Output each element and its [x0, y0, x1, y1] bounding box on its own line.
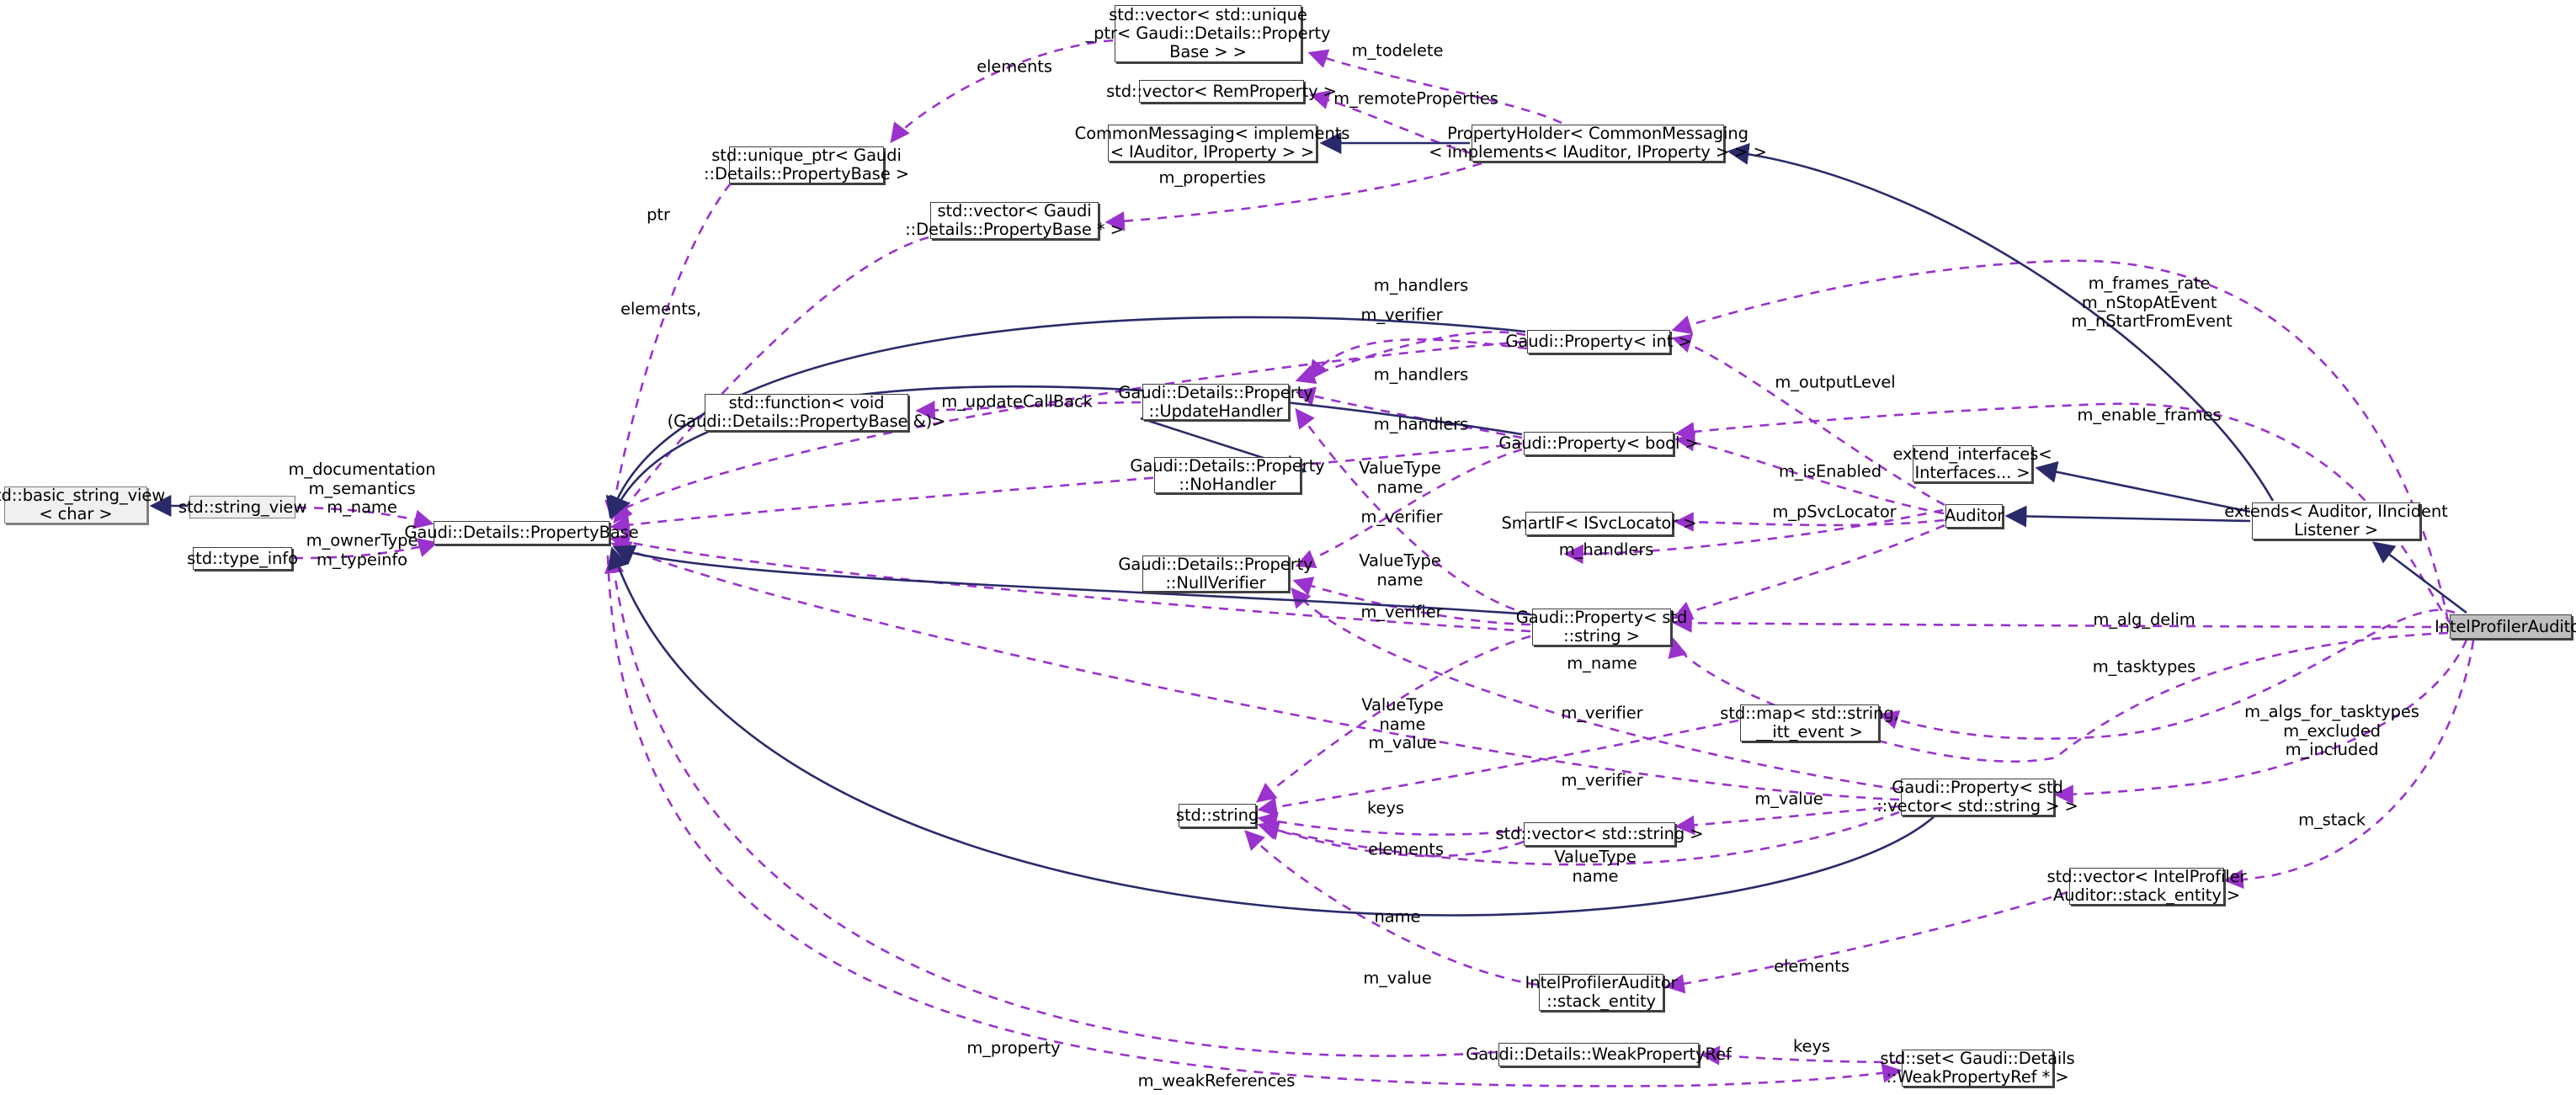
edge-label-m-psvclocator: m_pSvcLocator: [1772, 502, 1897, 522]
edge-label-m-algs-for-tasktypes: m_algs_for_tasktypes m_excluded m_includ…: [2244, 702, 2419, 760]
edge-label-m-verifier-vec: m_verifier: [1561, 770, 1643, 790]
edge-label-m-documentation: m_documentation m_semantics m_name: [288, 460, 436, 518]
node-intelprofilerauditor[interactable]: IntelProfilerAuditor: [2435, 614, 2576, 639]
node-weakpropertyref[interactable]: Gaudi::Details::WeakPropertyRef: [1466, 1043, 1732, 1066]
edge-label-m-updatecallback: m_updateCallBack: [941, 391, 1093, 412]
edge-label-m-stack: m_stack: [2298, 810, 2366, 830]
node-map-string-itt-event[interactable]: std::map< std::string, __itt_event >: [1720, 704, 1899, 742]
edge-label-elements-string: elements: [1368, 839, 1444, 859]
node-intelprofilerauditor-stack-entity[interactable]: IntelProfilerAuditor ::stack_entity: [1525, 973, 1678, 1011]
node-property-nullverifier[interactable]: Gaudi::Details::Property ::NullVerifier: [1118, 554, 1313, 593]
edge-label-keys-weak: keys: [1793, 1036, 1830, 1056]
node-extend-interfaces[interactable]: extend_interfaces< Interfaces... >: [1892, 444, 2052, 482]
node-vector-propertybase-ptr[interactable]: std::vector< Gaudi ::Details::PropertyBa…: [905, 201, 1124, 239]
edge-label-m-weakreferences: m_weakReferences: [1137, 1071, 1296, 1091]
node-vector-string[interactable]: std::vector< std::string >: [1496, 822, 1704, 846]
edge-label-valuetype-name-3: ValueType name: [1554, 847, 1637, 885]
edge-label-elements: elements: [977, 56, 1052, 77]
node-vector-stack-entity[interactable]: std::vector< IntelProfiler Auditor::stac…: [2046, 867, 2247, 905]
edge-label-elements-mid: elements,: [620, 299, 701, 319]
node-propertybase[interactable]: Gaudi::Details::PropertyBase: [404, 521, 639, 545]
edge-label-valuetype-name-1: ValueType name: [1359, 458, 1441, 497]
edge-label-name-bottom: name: [1374, 906, 1421, 927]
node-property-bool[interactable]: Gaudi::Property< bool >: [1498, 432, 1699, 455]
node-std-string[interactable]: std::string: [1176, 804, 1259, 827]
edge-label-m-verifier-1: m_verifier: [1360, 305, 1443, 325]
node-vector-unique-ptr-propertybase[interactable]: std::vector< std::unique _ptr< Gaudi::De…: [1085, 5, 1331, 62]
edge-label-elements-stack: elements: [1774, 956, 1850, 976]
node-commonmessaging[interactable]: CommonMessaging< implements < IAuditor, …: [1074, 124, 1350, 162]
node-propertyholder[interactable]: PropertyHolder< CommonMessaging < implem…: [1429, 124, 1767, 162]
node-string-view[interactable]: std::string_view: [178, 496, 306, 518]
edge-label-keys-string: keys: [1367, 798, 1404, 818]
node-unique-ptr-propertybase[interactable]: std::unique_ptr< Gaudi ::Details::Proper…: [704, 146, 909, 183]
node-property-vector-string[interactable]: Gaudi::Property< std ::vector< std::stri…: [1876, 778, 2078, 816]
edge-label-m-verifier-3: m_verifier: [1360, 602, 1443, 622]
edge-label-ptr: ptr: [647, 205, 670, 225]
edge-label-m-property: m_property: [966, 1038, 1061, 1058]
edge-label-m-value-vec-string: m_value: [1754, 789, 1823, 809]
node-property-string[interactable]: Gaudi::Property< std ::string >: [1515, 608, 1688, 646]
edge-label-valuetype-name-2: ValueType name: [1359, 550, 1441, 589]
edge-label-m-name-property-string: m_name: [1567, 653, 1637, 673]
edge-label-m-ownertype: m_ownerType m_typeinfo: [306, 530, 418, 569]
edge-label-m-handlers-2: m_handlers: [1373, 364, 1469, 385]
node-auditor[interactable]: Auditor: [1945, 504, 2004, 528]
node-set-weakpropertyref-ptr[interactable]: std::set< Gaudi::Details ::WeakPropertyR…: [1880, 1049, 2075, 1087]
node-property-nohandler[interactable]: Gaudi::Details::Property ::NoHandler: [1130, 455, 1325, 494]
edge-label-m-value-bottom: m_value: [1363, 968, 1432, 988]
edge-label-m-enable-frames: m_enable_frames: [2077, 405, 2222, 425]
edge-label-m-frames-rate: m_frames_rate m_nStopAtEvent m_nStartFro…: [2071, 274, 2233, 332]
node-type-info[interactable]: std::type_info: [187, 547, 298, 570]
node-property-updatehandler[interactable]: Gaudi::Details::Property ::UpdateHandler: [1118, 382, 1313, 421]
edge-label-m-outputlevel: m_outputLevel: [1775, 372, 1896, 392]
node-std-function-void[interactable]: std::function< void (Gaudi::Details::Pro…: [667, 393, 946, 431]
edge-label-m-handlers-3: m_handlers: [1373, 414, 1469, 434]
node-vector-remproperty[interactable]: std::vector< RemProperty >: [1106, 80, 1337, 103]
edge-label-m-alg-delim: m_alg_delim: [2093, 609, 2195, 630]
edge-label-m-todelete: m_todelete: [1351, 40, 1444, 61]
edge-label-valuetype-name-value: ValueType name m_value: [1361, 695, 1444, 753]
edge-label-m-handlers-1: m_handlers: [1373, 275, 1469, 295]
edge-label-m-properties: m_properties: [1158, 167, 1266, 188]
edge-label-m-tasktypes: m_tasktypes: [2092, 656, 2196, 677]
edge-label-m-remoteproperties: m_remoteProperties: [1333, 88, 1498, 109]
node-basic-string-view[interactable]: std::basic_string_view < char >: [0, 486, 166, 524]
edge-label-m-verifier-2: m_verifier: [1360, 507, 1443, 527]
edge-label-m-handlers-4: m_handlers: [1558, 540, 1654, 560]
edge-label-m-verifier-map: m_verifier: [1561, 703, 1643, 723]
node-extends-auditor-iincidentlistener[interactable]: extends< Auditor, IIncident Listener >: [2224, 502, 2448, 540]
node-property-int[interactable]: Gaudi::Property< int >: [1505, 330, 1692, 353]
node-smartif-isvclocator[interactable]: SmartIF< ISvcLocator >: [1502, 512, 1697, 535]
edge-label-m-isenabled: m_isEnabled: [1778, 461, 1882, 481]
